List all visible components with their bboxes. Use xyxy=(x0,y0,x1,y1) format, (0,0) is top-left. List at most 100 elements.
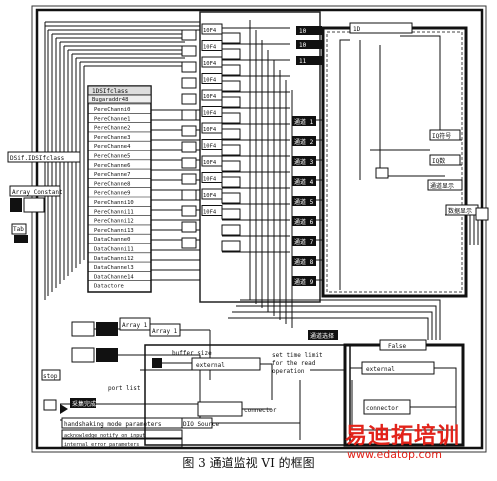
internal-error xyxy=(61,438,183,448)
channel-indicator-label: 通道 4 xyxy=(294,178,314,186)
hex-constant[interactable] xyxy=(201,56,223,68)
handshake-cluster-label: handshaking mode parameters xyxy=(64,421,162,428)
channel-indicator-label: 通道 7 xyxy=(294,238,314,246)
hex-constant-label: 10F4 xyxy=(203,78,217,84)
channel-indicator-column: 通道 1通道 2通道 3通道 4通道 5通道 6通道 7通道 8通道 9 xyxy=(292,116,316,286)
hex-constant[interactable] xyxy=(201,40,223,51)
hex-constant-label: 10F4 xyxy=(203,61,217,67)
channel-indicator-label: 通道 3 xyxy=(294,158,314,166)
read-node xyxy=(221,32,241,44)
tab-control[interactable] xyxy=(11,223,27,235)
read-node xyxy=(221,96,241,108)
num-constant-10-a[interactable] xyxy=(296,26,322,35)
indicator-iq-count xyxy=(429,154,461,166)
indicator-data-display-label: 数据显示 xyxy=(448,207,472,215)
port-list-label: port list xyxy=(108,385,141,392)
buffer-size-const[interactable] xyxy=(152,358,162,368)
hex-constant-label: 10F4 xyxy=(203,45,217,51)
hex-constant-label: 10F4 xyxy=(203,127,217,133)
cluster-field: PereChanne5 xyxy=(94,154,130,160)
collect-control-label: 采集完成 xyxy=(72,400,96,408)
cluster-field: PereChanne7 xyxy=(94,172,130,178)
read-node xyxy=(221,176,241,188)
function-node xyxy=(181,237,197,249)
function-node xyxy=(181,93,197,105)
num-constant-10-a-label: 10 xyxy=(299,28,307,35)
function-node xyxy=(181,109,197,121)
channel-indicator xyxy=(292,176,316,186)
internal-error-label: internal error parameters xyxy=(64,442,139,448)
channel-indicator xyxy=(292,236,316,246)
array-element xyxy=(23,197,45,213)
num-constant-10-b-label: 10 xyxy=(299,42,307,49)
channel-select[interactable] xyxy=(308,330,338,340)
cluster-field: PereChanni0 xyxy=(94,107,130,113)
function-node xyxy=(181,61,197,73)
channel-indicator-label: 通道 9 xyxy=(294,278,314,286)
tab-indicator xyxy=(14,235,28,243)
array-icon-d xyxy=(96,348,118,362)
array-index xyxy=(10,198,22,212)
figure-caption: 图 3 通道监视 VI 的框图 xyxy=(182,456,315,470)
collect-icon xyxy=(43,399,57,411)
array-constant[interactable] xyxy=(9,185,61,197)
num-constant-11[interactable] xyxy=(296,56,322,65)
time-limit-label-2: for the read xyxy=(272,360,316,367)
num-constant-10-b[interactable] xyxy=(296,40,322,49)
hex-constant[interactable] xyxy=(201,23,223,35)
not-gate xyxy=(60,404,68,414)
function-node xyxy=(181,157,197,169)
acquisition-frame xyxy=(144,344,351,446)
channel-indicator-label: 通道 6 xyxy=(294,218,314,226)
hex-constant[interactable] xyxy=(201,106,223,117)
watermark-url: www.edatop.com xyxy=(347,448,442,461)
cluster-field: PereChanne8 xyxy=(94,181,130,187)
indicator-graph-icon xyxy=(475,207,489,221)
function-node xyxy=(181,141,197,153)
time-limit-label-3: operation xyxy=(272,368,305,375)
cluster-field: PereChanni12 xyxy=(94,219,134,225)
array-constant-label: Array Constant xyxy=(12,189,63,196)
collect-control[interactable] xyxy=(70,398,96,408)
cluster-field: DataChanne0 xyxy=(94,237,130,243)
cluster-field: DataChanne14 xyxy=(94,274,134,280)
hex-constant-label: 10F4 xyxy=(203,193,217,199)
tab-control-label: Tab xyxy=(13,226,24,233)
array-fn-1-label: Array 1 xyxy=(122,322,148,329)
hex-constant[interactable] xyxy=(201,89,223,101)
cluster-field: DataChanni11 xyxy=(94,247,134,253)
hex-constant[interactable] xyxy=(201,73,223,84)
hex-constant[interactable] xyxy=(201,122,223,134)
hex-constant-label: 10F4 xyxy=(203,94,217,100)
channel-indicator xyxy=(292,256,316,266)
function-node xyxy=(181,45,197,57)
function-node xyxy=(181,189,197,201)
channel-select-label: 通道选择 xyxy=(310,332,334,340)
wire-bundle-acq xyxy=(162,362,345,440)
connector-a-label: connector xyxy=(244,407,277,414)
wire-bundle-middle xyxy=(222,20,323,328)
watermark-brand: 易迪拓培训 xyxy=(345,424,461,449)
case-selector[interactable] xyxy=(349,22,413,34)
array-icon-a xyxy=(71,321,95,337)
cluster-subtitle: Bugaraddr48 xyxy=(92,97,128,103)
stop-button[interactable] xyxy=(41,369,61,381)
hex-constant-label: 10F4 xyxy=(203,160,217,166)
wire-bundle-left xyxy=(44,21,200,300)
function-node xyxy=(181,221,197,233)
read-node xyxy=(221,112,241,124)
dsif-control[interactable] xyxy=(7,151,81,163)
case-inner-node xyxy=(375,167,389,179)
function-node xyxy=(181,29,197,41)
function-node xyxy=(181,77,197,89)
indicator-channel-display-label: 通道显示 xyxy=(430,182,454,190)
false-case-selector[interactable] xyxy=(379,339,427,351)
cluster-field: PereChanne9 xyxy=(94,191,130,197)
stop-button-label: stop xyxy=(43,373,58,380)
cluster-box xyxy=(87,85,152,293)
channel-indicator xyxy=(292,216,316,226)
cluster-field: PereChanne1 xyxy=(94,116,130,122)
indicator-iq-sign xyxy=(429,129,461,141)
channel-indicator-label: 通道 1 xyxy=(294,118,314,126)
